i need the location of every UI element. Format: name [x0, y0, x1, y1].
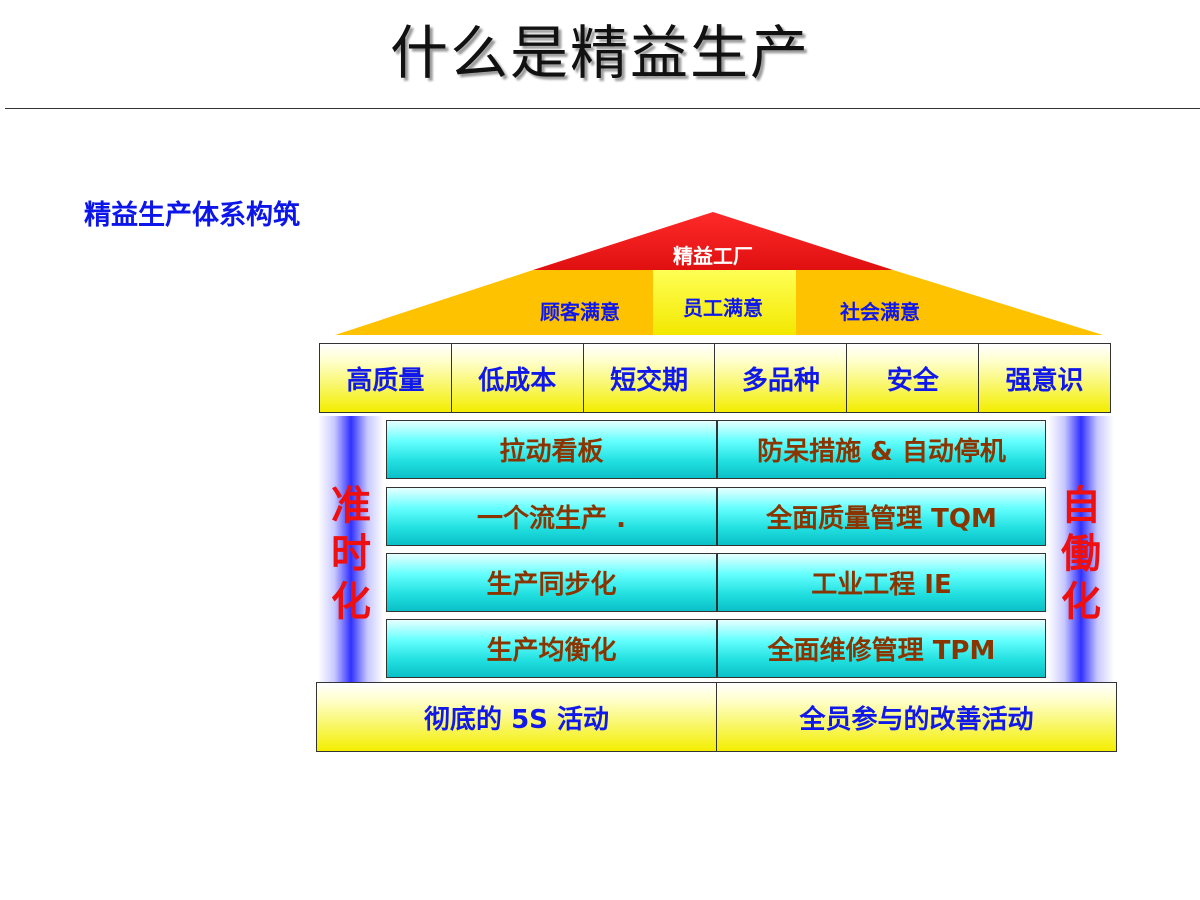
goal-item: 多品种: [715, 344, 848, 412]
left-pillar-char: 准: [331, 483, 371, 529]
method-left: 生产均衡化: [386, 619, 717, 678]
section-subtitle: 精益生产体系构筑: [84, 200, 300, 231]
foundation-right: 全员参与的改善活动: [716, 682, 1117, 752]
roof-top-label: 精益工厂: [673, 244, 753, 268]
goal-item: 强意识: [979, 344, 1110, 412]
roof-peak: [533, 212, 893, 270]
goal-item: 安全: [847, 344, 980, 412]
method-right: 工业工程 IE: [717, 553, 1046, 612]
method-right: 防呆措施 & 自动停机: [717, 420, 1046, 479]
left-pillar-char: 化: [331, 579, 371, 625]
right-pillar: [1048, 416, 1114, 684]
roof-left-label: 顾客满意: [540, 300, 620, 324]
goals-row: 高质量 低成本 短交期 多品种 安全 强意识: [319, 343, 1111, 413]
right-pillar-char: 働: [1061, 531, 1101, 577]
foundation-left: 彻底的 5S 活动: [316, 682, 717, 752]
left-pillar-char: 时: [331, 531, 371, 577]
roof-right-label: 社会满意: [840, 300, 920, 324]
method-left: 拉动看板: [386, 420, 717, 479]
title-divider: [5, 108, 1200, 109]
goal-item: 短交期: [583, 344, 716, 412]
method-left: 一个流生产 .: [386, 487, 717, 546]
left-pillar: [318, 416, 384, 684]
goal-item: 高质量: [320, 344, 452, 412]
page-title: 什么是精益生产: [389, 19, 810, 87]
roof-center-panel: [653, 270, 796, 335]
roof-center-label: 员工满意: [683, 296, 763, 320]
method-right: 全面维修管理 TPM: [717, 619, 1046, 678]
right-pillar-char: 化: [1061, 579, 1101, 625]
method-right: 全面质量管理 TQM: [717, 487, 1046, 546]
goal-item: 低成本: [451, 344, 584, 412]
method-left: 生产同步化: [386, 553, 717, 612]
right-pillar-char: 自: [1061, 483, 1101, 529]
